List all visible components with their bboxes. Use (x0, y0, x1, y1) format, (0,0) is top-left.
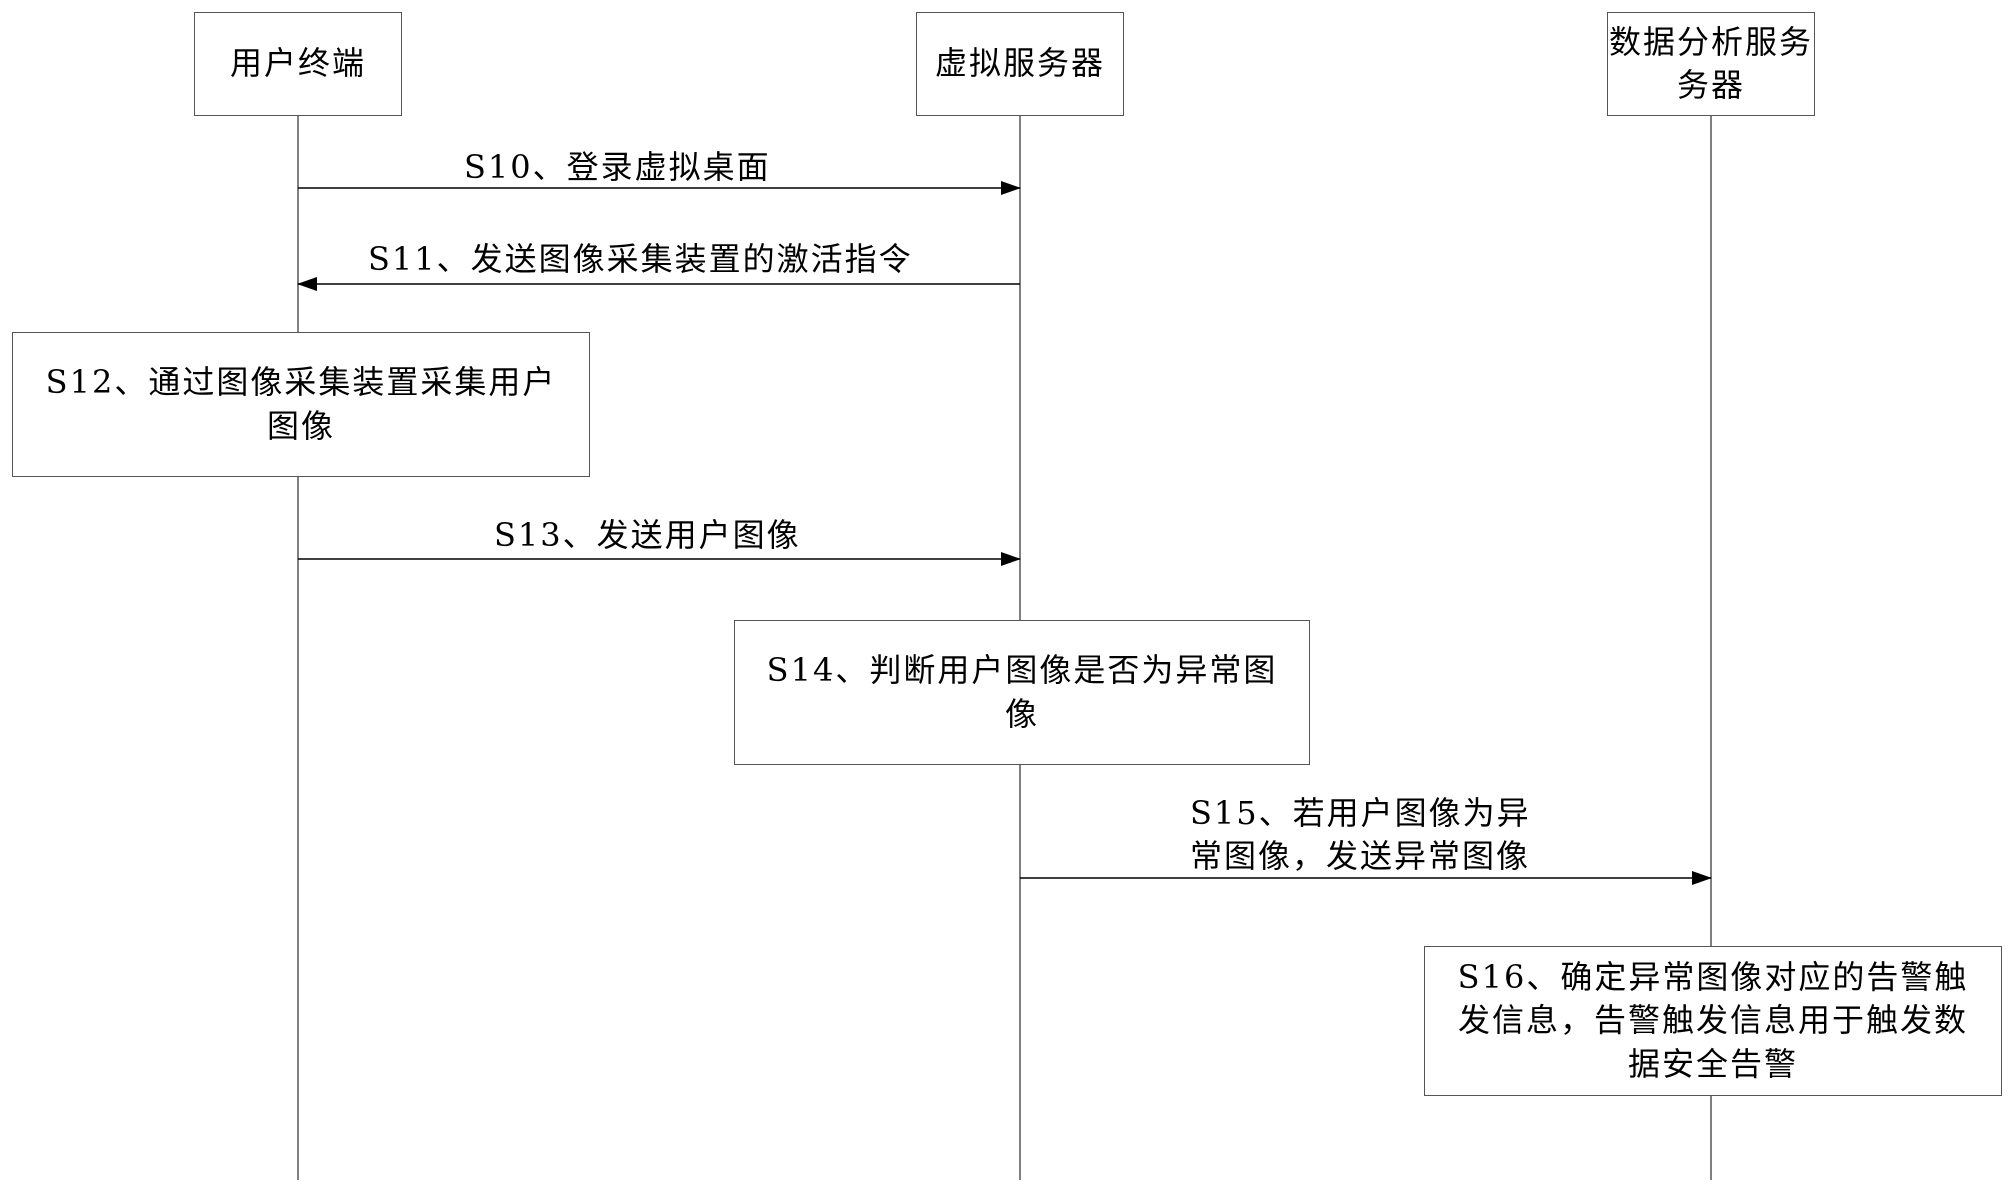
process-step-s16: S16、确定异常图像对应的告警触 发信息，告警触发信息用于触发数 据安全告警 (1424, 946, 2002, 1096)
message-label-s13: S13、发送用户图像 (494, 516, 801, 554)
process-step-s12: S12、通过图像采集装置采集用户 图像 (12, 332, 590, 477)
message-label-s10: S10、登录虚拟桌面 (464, 148, 771, 186)
process-step-s14: S14、判断用户图像是否为异常图 像 (734, 620, 1310, 765)
participant-virtual-server: 虚拟服务器 (916, 12, 1124, 116)
participant-user-terminal: 用户终端 (194, 12, 402, 116)
message-label-s15: S15、若用户图像为异 常图像，发送异常图像 (1190, 794, 1531, 876)
message-label-s11: S11、发送图像采集装置的激活指令 (368, 240, 913, 278)
participant-data-analysis-server: 数据分析服务 务器 (1607, 12, 1815, 116)
